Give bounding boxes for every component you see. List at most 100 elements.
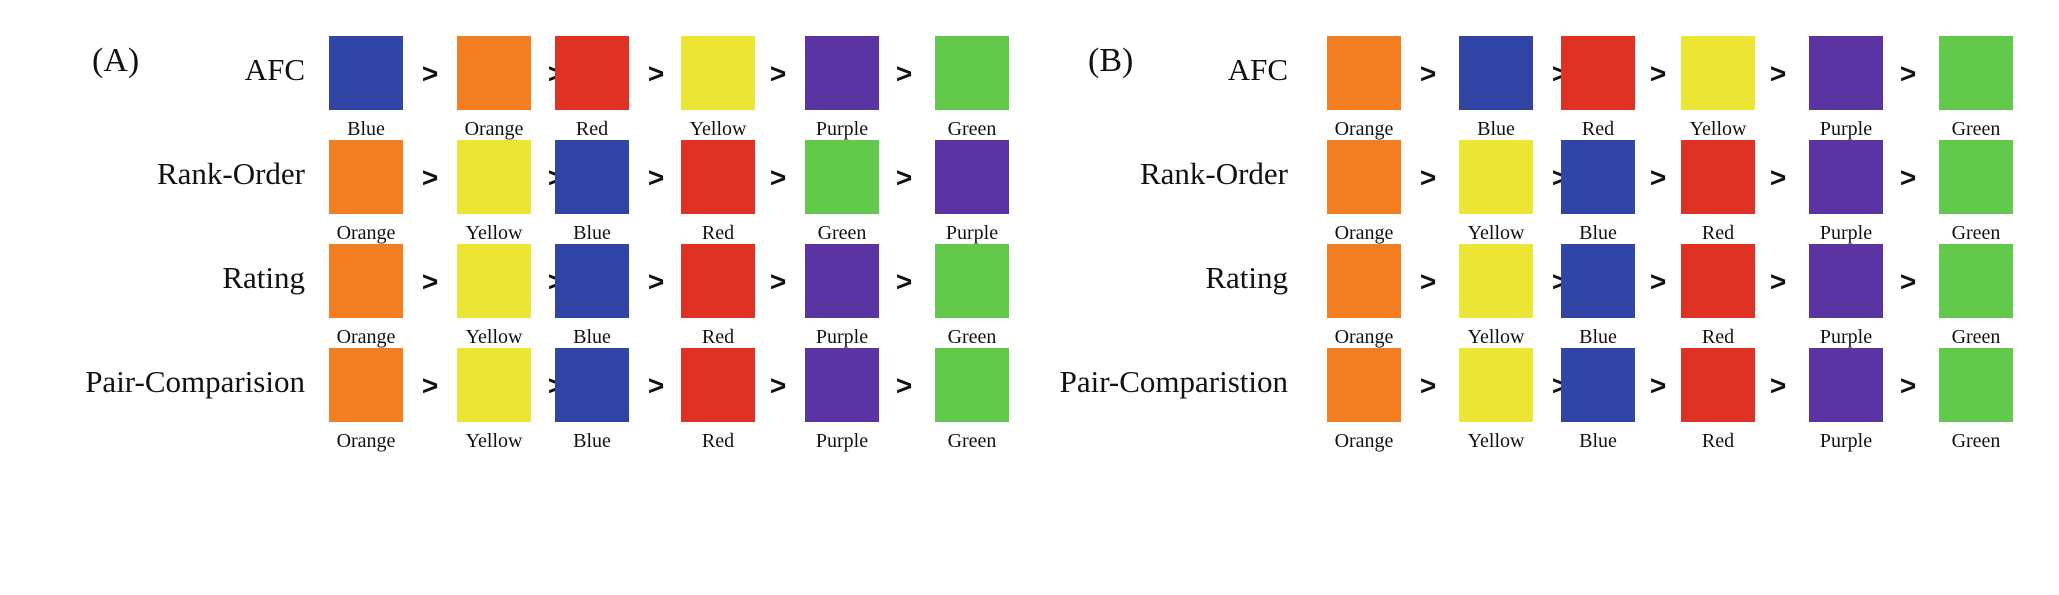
color-swatch — [1459, 36, 1533, 110]
method-label: Rating — [222, 260, 305, 295]
color-name: Blue — [573, 222, 611, 244]
color-name: Purple — [1819, 118, 1873, 140]
greater-than-sign: > — [769, 162, 787, 193]
greater-than-sign: > — [895, 266, 913, 297]
color-item: Blue — [1458, 36, 1534, 141]
greater-than-sign: > — [647, 162, 665, 193]
color-swatch — [555, 140, 629, 214]
color-name: Blue — [1579, 222, 1617, 244]
color-name: Green — [947, 326, 997, 348]
method-label: Rank-Order — [1139, 156, 1288, 191]
color-name: Yellow — [465, 326, 523, 348]
color-item: Red — [680, 348, 756, 453]
color-swatch — [329, 348, 403, 422]
method-row: Rank-OrderOrange>Yellow>Blue>Red>Green>P… — [0, 140, 1060, 260]
greater-than-sign: > — [1769, 266, 1787, 297]
color-item: Yellow — [456, 348, 532, 453]
color-swatch — [681, 140, 755, 214]
color-name: Orange — [1334, 222, 1394, 244]
color-item: Yellow — [456, 244, 532, 349]
greater-than-sign: > — [1649, 162, 1667, 193]
greater-than-sign: > — [1769, 162, 1787, 193]
color-swatch — [329, 36, 403, 110]
color-swatch — [681, 36, 755, 110]
color-name: Purple — [945, 222, 999, 244]
color-name: Purple — [815, 430, 869, 452]
color-name: Red — [1581, 118, 1615, 140]
color-item: Purple — [934, 140, 1010, 245]
color-swatch — [1809, 140, 1883, 214]
method-row: Pair-ComparisionOrange>Yellow>Blue>Red>P… — [0, 348, 1060, 468]
color-item: Blue — [328, 36, 404, 141]
color-swatch — [935, 244, 1009, 318]
color-item: Purple — [804, 348, 880, 453]
color-item: Green — [934, 244, 1010, 349]
color-item: Blue — [554, 140, 630, 245]
color-swatch — [805, 140, 879, 214]
panel-label: (A) — [92, 42, 140, 79]
greater-than-sign: > — [1899, 266, 1917, 297]
greater-than-sign: > — [1419, 370, 1437, 401]
greater-than-sign: > — [1419, 266, 1437, 297]
color-name: Orange — [1334, 430, 1394, 452]
color-name: Yellow — [465, 222, 523, 244]
color-swatch — [1561, 244, 1635, 318]
color-item: Blue — [1560, 244, 1636, 349]
color-item: Orange — [1326, 140, 1402, 245]
method-label: Pair-Comparision — [85, 364, 305, 399]
color-name: Yellow — [1467, 222, 1525, 244]
greater-than-sign: > — [895, 58, 913, 89]
color-name: Green — [1951, 118, 2001, 140]
color-name: Blue — [1477, 118, 1515, 140]
method-label: AFC — [1227, 52, 1288, 87]
greater-than-sign: > — [1649, 370, 1667, 401]
greater-than-sign: > — [1769, 370, 1787, 401]
color-name: Red — [1701, 222, 1735, 244]
color-item: Green — [934, 348, 1010, 453]
color-name: Purple — [1819, 222, 1873, 244]
color-swatch — [681, 244, 755, 318]
color-name: Yellow — [689, 118, 747, 140]
color-name: Red — [701, 326, 735, 348]
color-name: Green — [1951, 222, 2001, 244]
method-label: Pair-Comparistion — [1059, 364, 1288, 399]
color-item: Yellow — [1458, 348, 1534, 453]
color-name: Red — [575, 118, 609, 140]
color-swatch — [1459, 244, 1533, 318]
greater-than-sign: > — [1899, 370, 1917, 401]
color-name: Blue — [573, 430, 611, 452]
greater-than-sign: > — [1649, 58, 1667, 89]
color-item: Yellow — [456, 140, 532, 245]
greater-than-sign: > — [647, 266, 665, 297]
greater-than-sign: > — [1419, 162, 1437, 193]
color-item: Purple — [1808, 36, 1884, 141]
method-label: AFC — [244, 52, 305, 87]
color-item: Purple — [1808, 244, 1884, 349]
color-name: Red — [701, 430, 735, 452]
greater-than-sign: > — [1419, 58, 1437, 89]
color-swatch — [805, 244, 879, 318]
color-swatch — [1681, 244, 1755, 318]
color-item: Green — [804, 140, 880, 245]
color-name: Purple — [1819, 326, 1873, 348]
color-name: Purple — [1819, 430, 1873, 452]
color-item: Green — [1938, 36, 2014, 141]
panel-label: (B) — [1088, 42, 1134, 79]
color-swatch — [457, 140, 531, 214]
greater-than-sign: > — [421, 266, 439, 297]
color-name: Blue — [1579, 430, 1617, 452]
color-item: Orange — [328, 348, 404, 453]
color-swatch — [457, 36, 531, 110]
color-swatch — [1327, 36, 1401, 110]
color-swatch — [1809, 348, 1883, 422]
color-swatch — [555, 244, 629, 318]
color-swatch — [1327, 140, 1401, 214]
greater-than-sign: > — [421, 370, 439, 401]
color-swatch — [805, 348, 879, 422]
color-swatch — [1561, 36, 1635, 110]
